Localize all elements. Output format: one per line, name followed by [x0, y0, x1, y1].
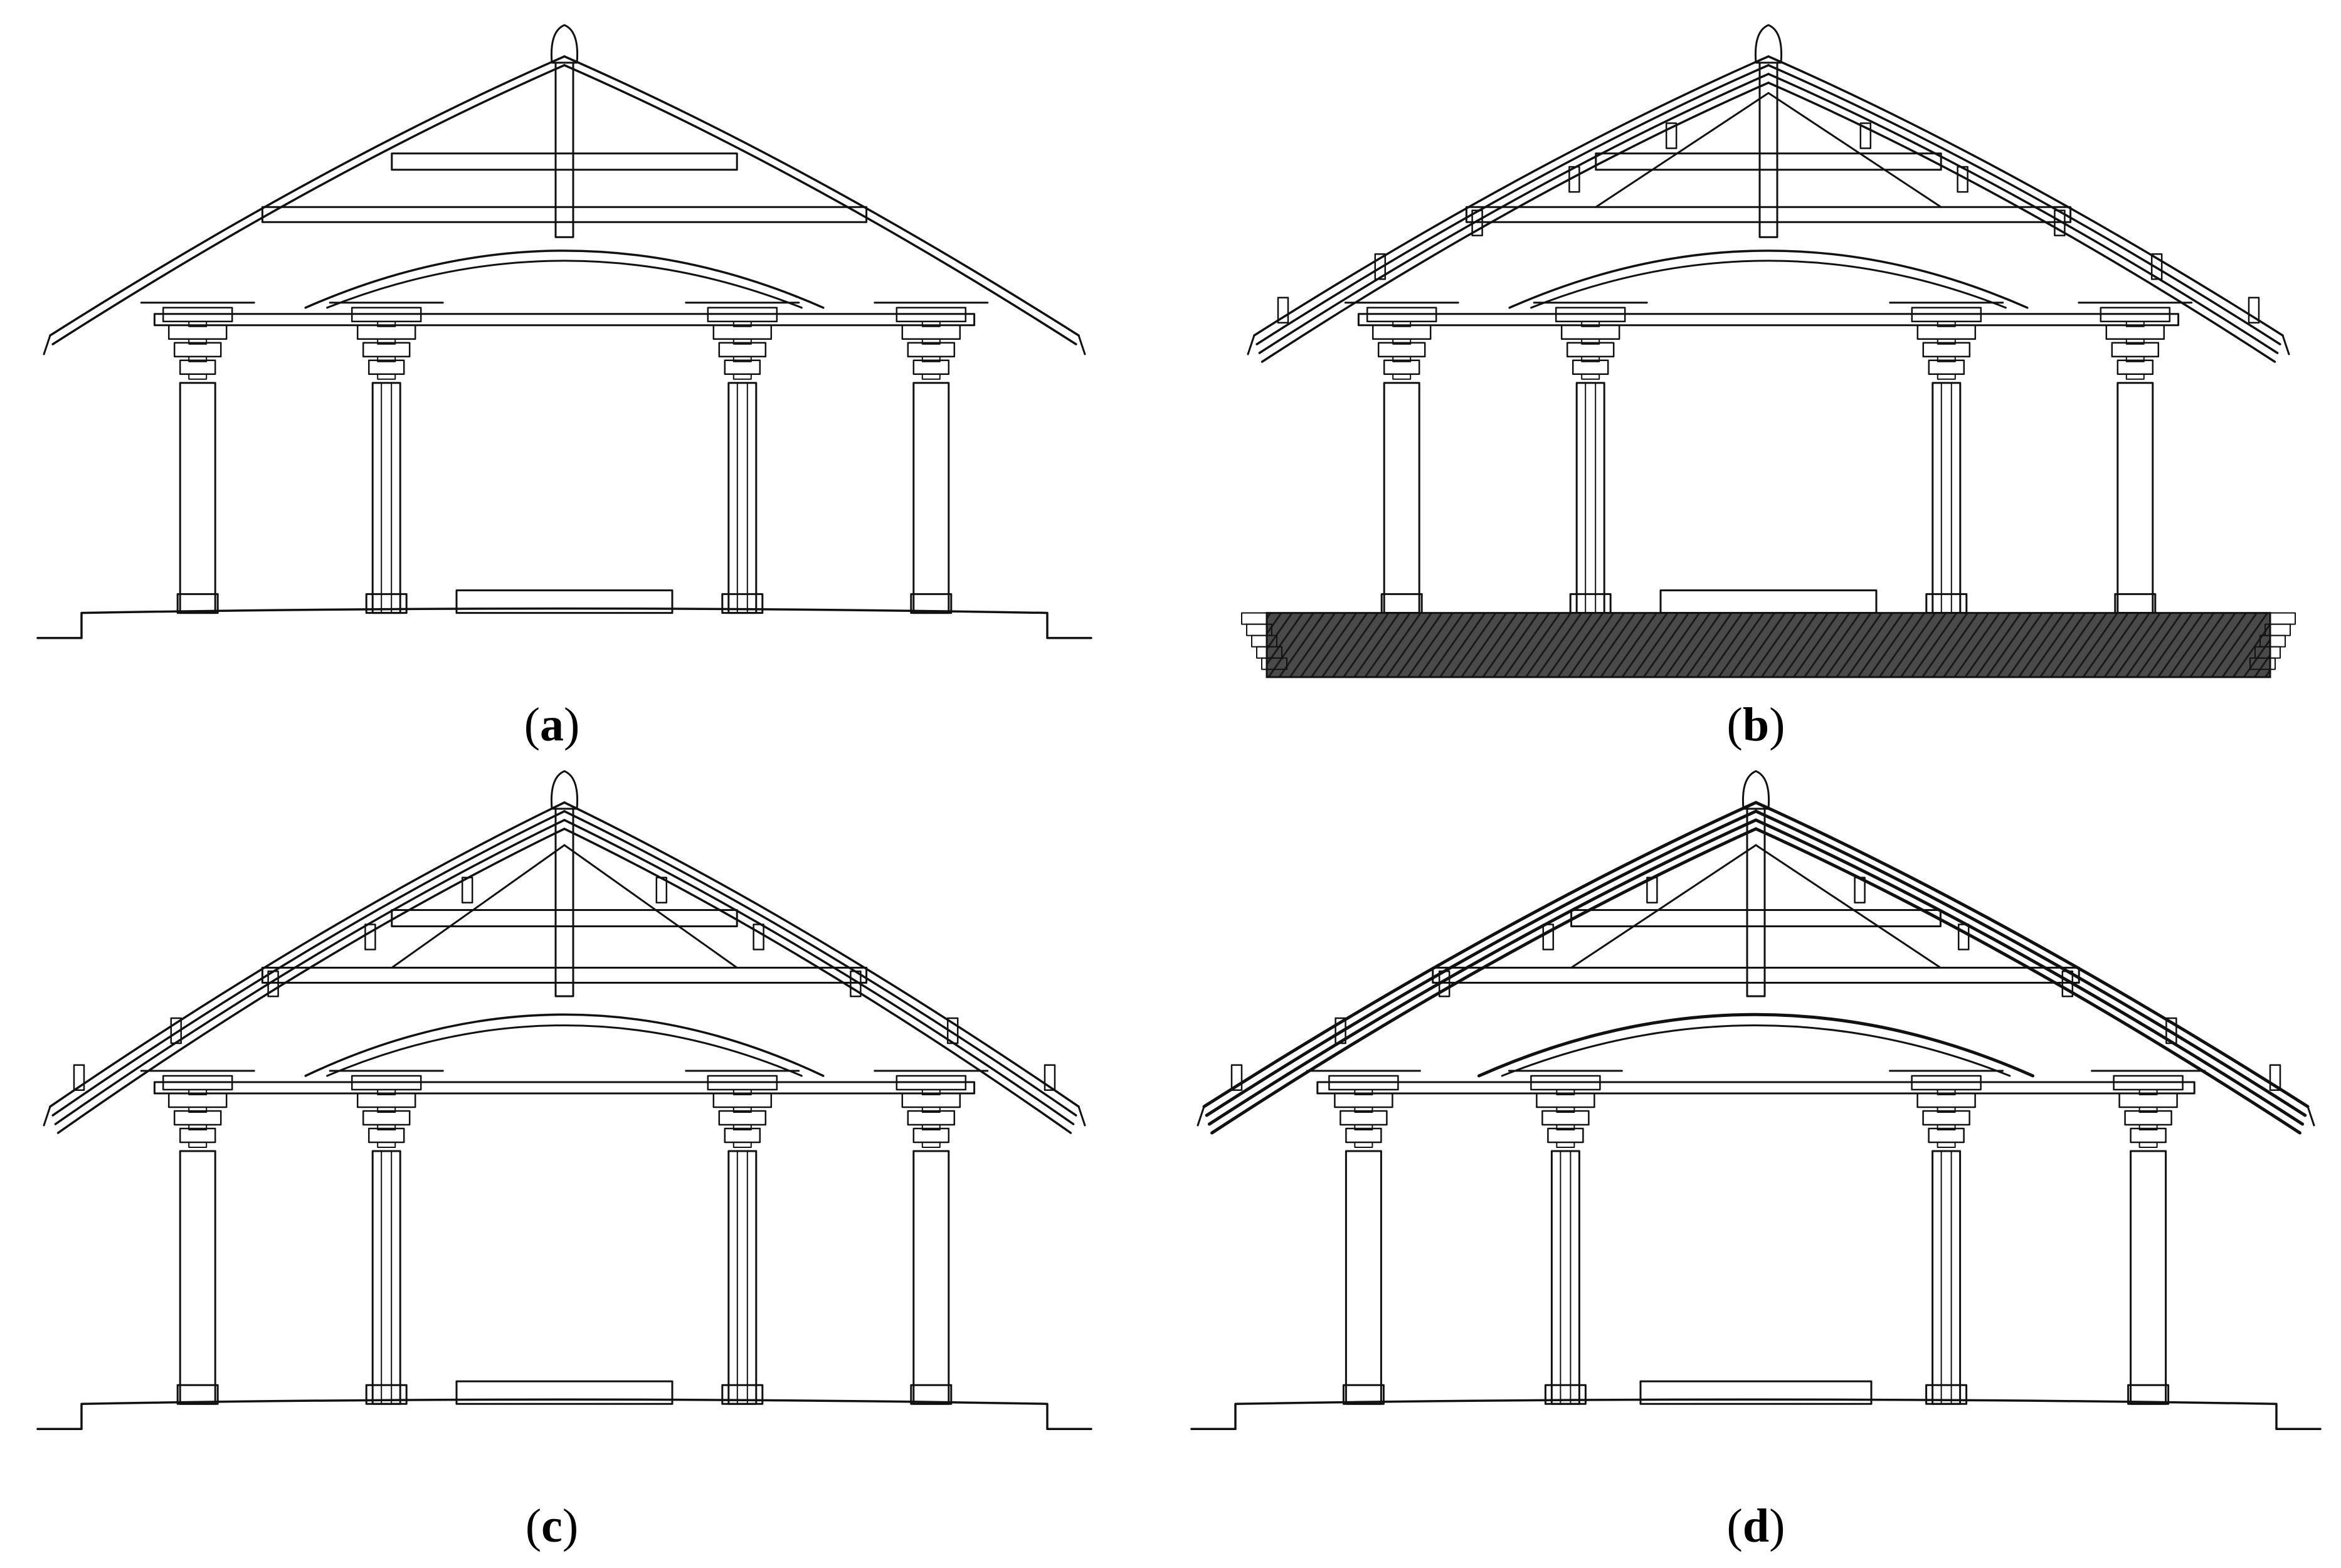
section-drawing-c [36, 770, 1092, 1430]
section-drawing-b [1241, 24, 2296, 678]
section-drawing-d [1190, 770, 2322, 1430]
section-drawing-a [36, 24, 1092, 639]
caption-b: (b) [1726, 698, 1785, 751]
caption-d: (d) [1726, 1500, 1785, 1552]
caption-a: (a) [524, 698, 580, 751]
caption-c: (c) [525, 1500, 579, 1552]
